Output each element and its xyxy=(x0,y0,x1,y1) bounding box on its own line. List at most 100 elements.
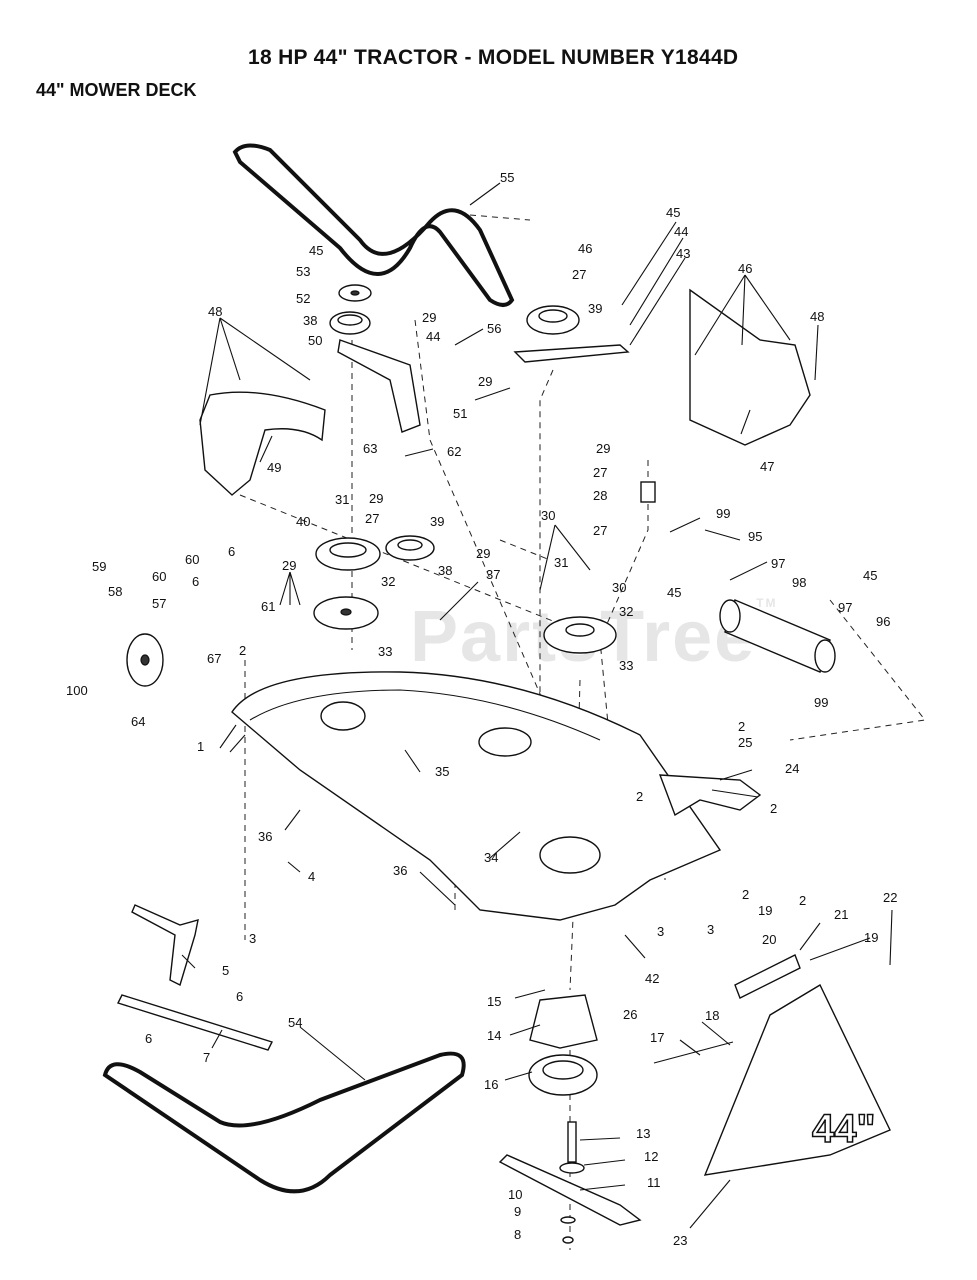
nut-8 xyxy=(562,1236,574,1244)
callout-8: 8 xyxy=(514,1227,521,1242)
callout-57: 57 xyxy=(152,596,166,611)
leader-lines xyxy=(181,182,893,1229)
spindle-right xyxy=(478,727,532,757)
spindle-14 xyxy=(529,994,598,1049)
callout-38: 38 xyxy=(303,313,317,328)
callout-6: 6 xyxy=(228,544,235,559)
callout-97: 97 xyxy=(771,556,785,571)
callout-27: 27 xyxy=(572,267,586,282)
callout-10: 10 xyxy=(508,1187,522,1202)
callout-29: 29 xyxy=(369,491,383,506)
callout-58: 58 xyxy=(108,584,122,599)
callout-6: 6 xyxy=(236,989,243,1004)
callout-61: 61 xyxy=(261,599,275,614)
callout-48: 48 xyxy=(810,309,824,324)
callout-27: 27 xyxy=(593,523,607,538)
callout-63: 63 xyxy=(363,441,377,456)
callout-15: 15 xyxy=(487,994,501,1009)
callout-28: 28 xyxy=(593,488,607,503)
callout-54: 54 xyxy=(288,1015,302,1030)
callout-62: 62 xyxy=(447,444,461,459)
callout-31: 31 xyxy=(335,492,349,507)
callout-27: 27 xyxy=(365,511,379,526)
callout-2: 2 xyxy=(770,801,777,816)
callout-98: 98 xyxy=(792,575,806,590)
callout-37: 37 xyxy=(486,567,500,582)
callout-1: 1 xyxy=(197,739,204,754)
callout-96: 96 xyxy=(876,614,890,629)
rod-17 xyxy=(653,1041,734,1064)
pulley-32-left xyxy=(313,596,379,630)
callout-21: 21 xyxy=(834,907,848,922)
deck-size-label: 44" xyxy=(812,1107,875,1151)
callout-19: 19 xyxy=(758,903,772,918)
roller-98 xyxy=(719,599,836,673)
callout-2: 2 xyxy=(742,887,749,902)
callout-30: 30 xyxy=(541,508,555,523)
callout-2: 2 xyxy=(239,643,246,658)
callout-35: 35 xyxy=(435,764,449,779)
callout-59: 59 xyxy=(92,559,106,574)
callout-39: 39 xyxy=(588,301,602,316)
link-7 xyxy=(117,994,273,1051)
callout-4: 4 xyxy=(308,869,315,884)
callout-23: 23 xyxy=(673,1233,687,1248)
spindle-left xyxy=(320,701,366,731)
callout-29: 29 xyxy=(422,310,436,325)
callout-19: 19 xyxy=(864,930,878,945)
callout-44: 44 xyxy=(426,329,440,344)
callout-67: 67 xyxy=(207,651,221,666)
callout-22: 22 xyxy=(883,890,897,905)
blade-11 xyxy=(498,1154,642,1226)
pulley-39 xyxy=(385,535,435,561)
callout-6: 6 xyxy=(145,1031,152,1046)
callout-95: 95 xyxy=(748,529,762,544)
callout-2: 2 xyxy=(738,719,745,734)
callout-5: 5 xyxy=(222,963,229,978)
callout-99: 99 xyxy=(716,506,730,521)
callout-60: 60 xyxy=(185,552,199,567)
callout-3: 3 xyxy=(249,931,256,946)
callout-16: 16 xyxy=(484,1077,498,1092)
callout-17: 17 xyxy=(650,1030,664,1045)
callout-2: 2 xyxy=(799,893,806,908)
callout-99: 99 xyxy=(814,695,828,710)
pulley-39-top xyxy=(526,305,580,335)
callout-48: 48 xyxy=(208,304,222,319)
callout-24: 24 xyxy=(785,761,799,776)
callout-32: 32 xyxy=(619,604,633,619)
callout-26: 26 xyxy=(623,1007,637,1022)
callout-14: 14 xyxy=(487,1028,501,1043)
callout-13: 13 xyxy=(636,1126,650,1141)
callout-52: 52 xyxy=(296,291,310,306)
callout-43: 43 xyxy=(676,246,690,261)
callout-46: 46 xyxy=(578,241,592,256)
callout-36: 36 xyxy=(258,829,272,844)
hinge-20 xyxy=(734,954,801,999)
spindle-shaft-13 xyxy=(567,1121,577,1163)
callout-27: 27 xyxy=(593,465,607,480)
callout-46: 46 xyxy=(738,261,752,276)
callout-18: 18 xyxy=(705,1008,719,1023)
callout-33: 33 xyxy=(378,644,392,659)
spindle-center xyxy=(539,836,601,874)
callout-33: 33 xyxy=(619,658,633,673)
callout-42: 42 xyxy=(645,971,659,986)
pulley-52 xyxy=(329,311,371,335)
belt-55 xyxy=(232,143,515,307)
callout-29: 29 xyxy=(478,374,492,389)
spacer-12 xyxy=(559,1162,585,1174)
callout-30: 30 xyxy=(612,580,626,595)
callout-51: 51 xyxy=(453,406,467,421)
callout-45: 45 xyxy=(666,205,680,220)
housing-16 xyxy=(528,1054,598,1096)
callout-20: 20 xyxy=(762,932,776,947)
callout-47: 47 xyxy=(760,459,774,474)
callout-60: 60 xyxy=(152,569,166,584)
shield-49 xyxy=(199,391,326,496)
page-title: 18 HP 44" TRACTOR - MODEL NUMBER Y1844D xyxy=(248,46,739,69)
shield-47 xyxy=(689,288,811,446)
discharge-chute-23 xyxy=(703,984,891,1176)
pulley-32-right xyxy=(543,616,617,654)
